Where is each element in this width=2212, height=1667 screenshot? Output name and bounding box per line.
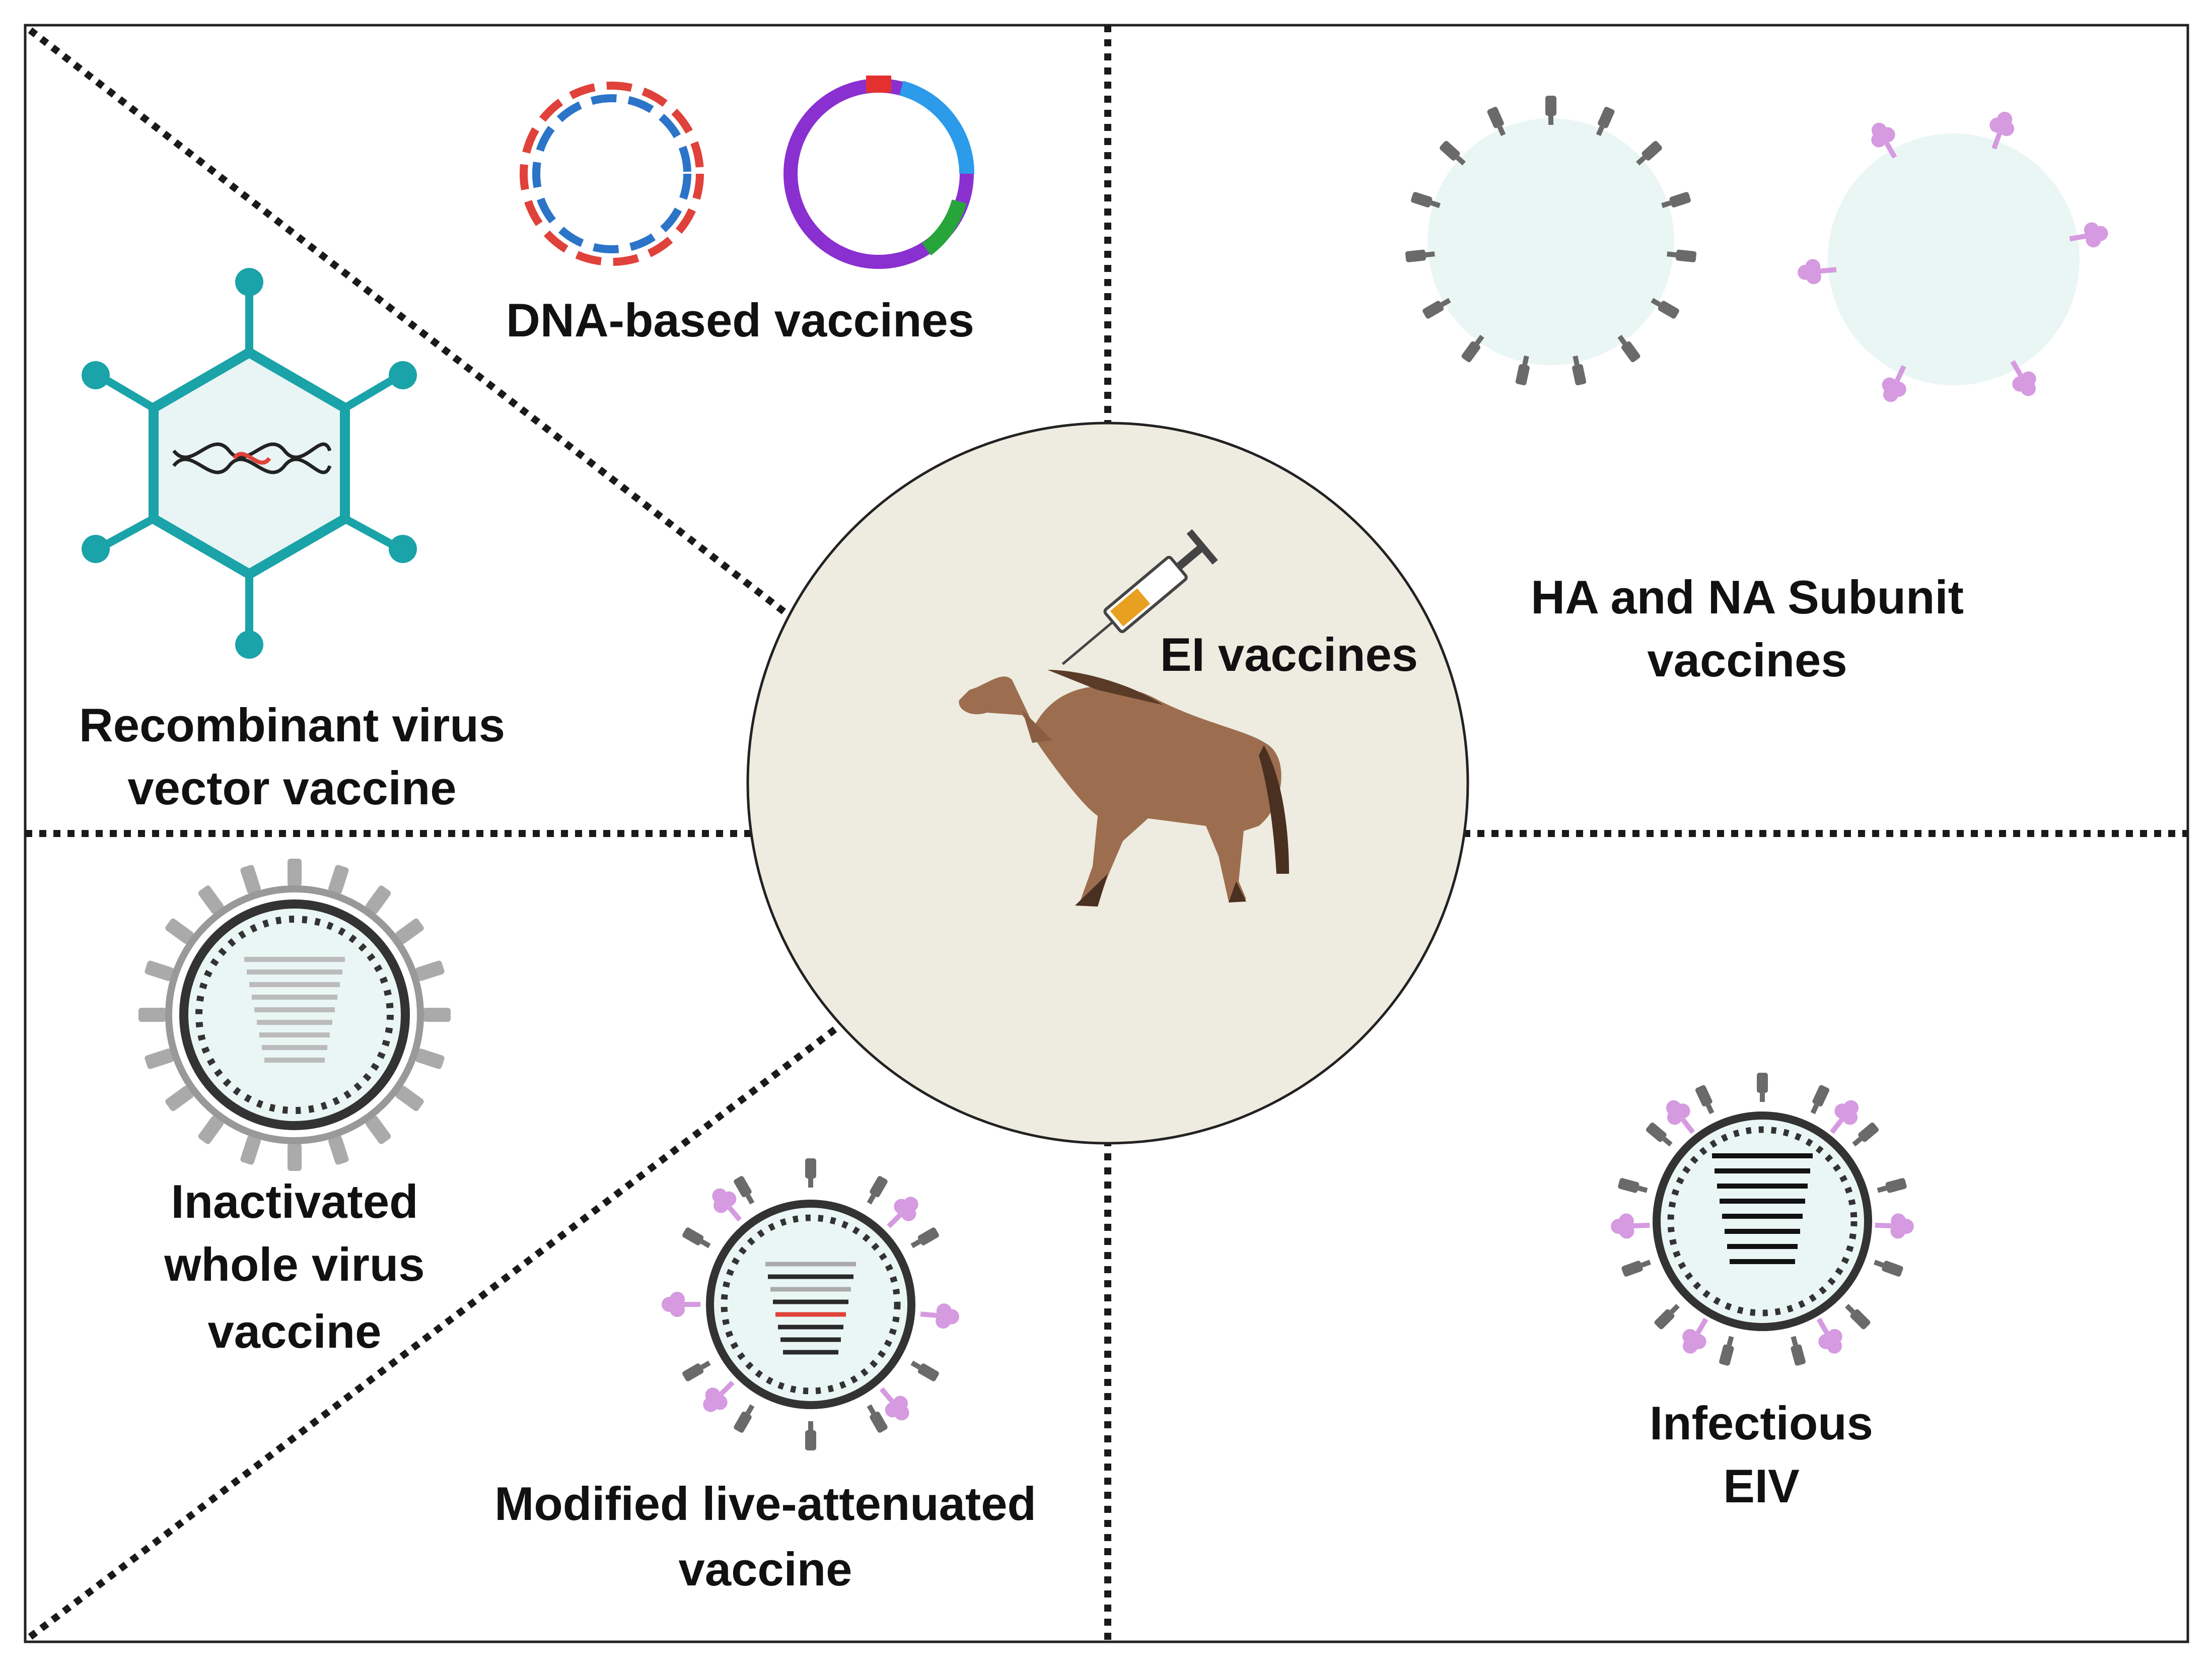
infectious-label-line2: EIV <box>1723 1460 1800 1512</box>
subunit-label-line1: HA and NA Subunit <box>1531 571 1964 623</box>
inactivated-label-line3: vaccine <box>208 1305 382 1358</box>
subunit-label-line2: vaccines <box>1647 634 1847 686</box>
na-virion-icon <box>1797 108 2110 407</box>
infectious-virion-icon <box>1610 1073 1914 1366</box>
ha-virion-icon <box>1405 96 1697 386</box>
center-label: EI vaccines <box>1160 628 1418 681</box>
plasmid-icon <box>783 76 975 269</box>
attenuated-virion-icon <box>662 1158 961 1450</box>
inactivated-label-line2: whole virus <box>164 1238 424 1291</box>
syringe-icon <box>1061 529 1218 665</box>
dna-vaccines-label: DNA-based vaccines <box>506 294 974 346</box>
live-label-line1: Modified live-attenuated <box>494 1477 1036 1530</box>
vector-label-line2: vector vaccine <box>127 761 456 814</box>
dna-circle-icon <box>520 82 704 266</box>
horse-icon <box>959 670 1289 907</box>
adenovirus-vector-icon <box>82 268 417 659</box>
inactivated-virion-icon <box>138 859 451 1171</box>
live-label-line2: vaccine <box>679 1543 852 1595</box>
inactivated-label-line1: Inactivated <box>171 1175 418 1228</box>
divider-diagonal-lower <box>28 1014 853 1640</box>
vector-label-line1: Recombinant virus <box>79 699 505 751</box>
infectious-label-line1: Infectious <box>1650 1397 1873 1449</box>
